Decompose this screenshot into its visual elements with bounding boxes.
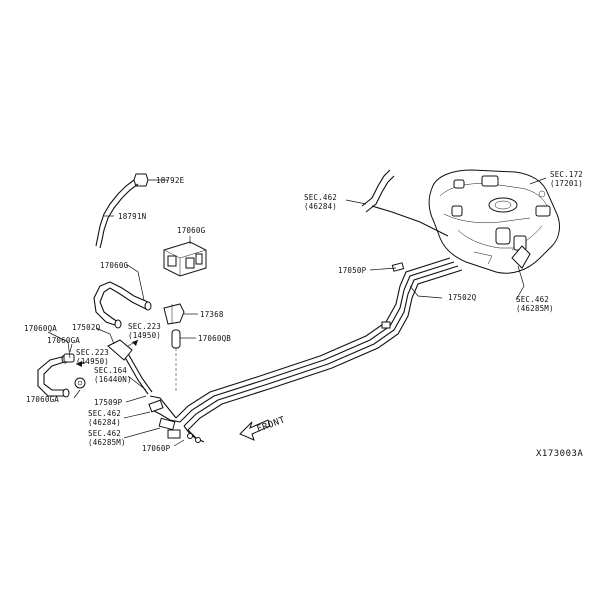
label-17060g-left: 17060G [100, 261, 129, 270]
label-17502q-left: 17502Q [72, 323, 101, 332]
arrow-head-sec223-b [76, 361, 82, 367]
clamp-17060ga-bottom-inner [77, 380, 83, 386]
label-sec462-a-line2: (46284) [88, 418, 121, 427]
label-17509p: 17509P [94, 398, 123, 407]
bracket-17502q-left [107, 339, 133, 361]
label-sec462-d-line2: (46285M) [516, 304, 554, 313]
label-sec164-line2: (16440N) [94, 375, 132, 384]
tank-strap [511, 245, 531, 269]
label-sec223-b-line1: SEC.223 [76, 348, 109, 357]
label-sec462-c-line1: SEC.462 [304, 193, 337, 202]
hose-17060g [93, 281, 152, 329]
label-sec172-line2: (17201) [550, 179, 583, 188]
label-sec462-b-line1: SEC.462 [88, 429, 121, 438]
label-17368: 17368 [200, 310, 224, 319]
label-sec462-b-line2: (46285M) [88, 438, 126, 447]
clamp-17060ga-top [63, 353, 75, 363]
label-sec462-d-line1: SEC.462 [516, 295, 549, 304]
label-sec223-b-line2: (14950) [76, 357, 109, 366]
vacuum-hose-assembly [95, 173, 149, 249]
label-sec462-a-line1: SEC.462 [88, 409, 121, 418]
main-fuel-lines [175, 257, 463, 431]
line-clip-1 [391, 262, 405, 272]
label-17060qb: 17060QB [198, 334, 231, 343]
clip-17368 [163, 303, 185, 325]
fuel-tank [428, 169, 560, 274]
fuel-component-17060g [163, 241, 207, 277]
diagram-code: X173003A [536, 449, 583, 459]
label-17050p: 17050P [338, 266, 367, 275]
label-17060ga-bottom: 17060GA [26, 395, 59, 404]
label-sec164-line1: SEC.164 [94, 366, 127, 375]
label-sec223-a-line2: (14950) [128, 331, 161, 340]
line-clip-2 [381, 321, 391, 329]
brake-cable-run [371, 205, 449, 237]
label-sec223-a-line1: SEC.223 [128, 322, 161, 331]
label-sec172-line1: SEC.172 [550, 170, 583, 179]
label-sec462-c-line2: (46284) [304, 202, 337, 211]
label-17060ga-top: 17060GA [47, 336, 80, 345]
label-17502q-right: 17502Q [448, 293, 477, 302]
label-17060p: 17060P [142, 444, 171, 453]
front-arrow [239, 419, 271, 441]
label-17060qa: 17060QA [24, 324, 57, 333]
label-18792e: 18792E [156, 176, 185, 185]
front-lower-assembly [121, 349, 205, 443]
hose-17060qb [171, 329, 181, 349]
label-front: FRONT [256, 415, 287, 435]
brake-cable-upper-2 [365, 175, 395, 213]
clamp-17060ga-bottom [74, 377, 86, 389]
label-18791n: 18791N [118, 212, 146, 221]
arrow-head-sec223-a [132, 340, 138, 346]
label-17060g-top: 17060G [177, 226, 206, 235]
brake-cable-upper [361, 169, 391, 207]
